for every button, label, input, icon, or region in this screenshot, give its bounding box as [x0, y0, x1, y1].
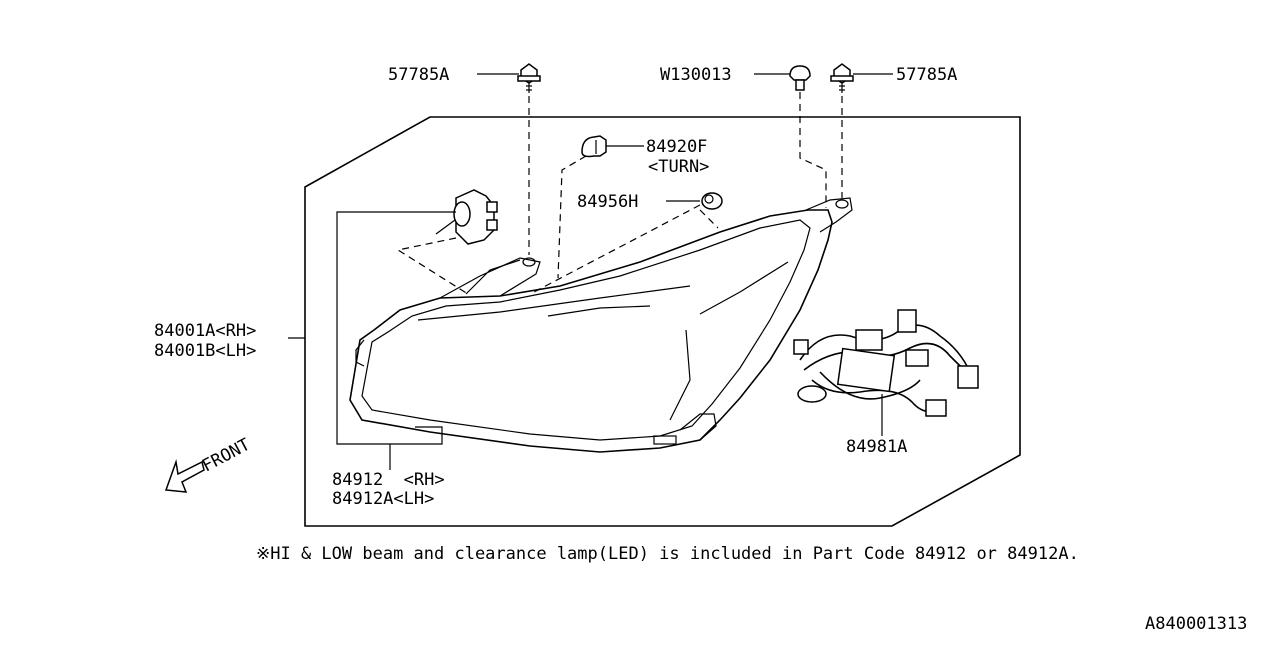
- front-direction-arrow-icon: [164, 459, 205, 493]
- headlamp-assembly-icon[interactable]: [349, 197, 853, 453]
- dash-turn-bulb: [557, 155, 587, 279]
- lamp-unit-icon[interactable]: [435, 189, 498, 245]
- label-harness[interactable]: 84981A: [846, 437, 907, 457]
- dash-socket-2: [699, 209, 719, 229]
- label-headlamp-lh[interactable]: 84001B<LH>: [154, 341, 256, 361]
- assembly-frame: [304, 116, 1021, 527]
- label-clip-right[interactable]: 57785A: [896, 65, 957, 85]
- note-text: ※HI & LOW beam and clearance lamp(LED) i…: [256, 544, 1079, 564]
- label-front: FRONT: [199, 435, 254, 477]
- diagram-code: A840001313: [1145, 614, 1247, 634]
- label-lamp-unit-rh[interactable]: 84912 <RH>: [332, 470, 445, 490]
- wiring-harness-icon[interactable]: [793, 309, 979, 417]
- label-lamp-unit-lh[interactable]: 84912A<LH>: [332, 489, 434, 509]
- label-headlamp-rh[interactable]: 84001A<RH>: [154, 321, 256, 341]
- clip-right-icon[interactable]: [830, 63, 854, 93]
- label-grommet[interactable]: W130013: [660, 65, 732, 85]
- label-turn-bulb-part[interactable]: 84920F: [646, 137, 707, 157]
- label-clip-left[interactable]: 57785A: [388, 65, 449, 85]
- label-socket[interactable]: 84956H: [577, 192, 638, 212]
- clip-left-icon[interactable]: [517, 63, 541, 93]
- dash-lamp-unit: [396, 237, 469, 295]
- label-turn-bulb-desc: <TURN>: [648, 157, 709, 177]
- turn-bulb-icon[interactable]: [581, 135, 607, 158]
- grommet-icon[interactable]: [789, 65, 811, 91]
- socket-icon[interactable]: [701, 192, 723, 210]
- dash-grommet: [799, 92, 827, 208]
- dash-socket: [533, 204, 701, 293]
